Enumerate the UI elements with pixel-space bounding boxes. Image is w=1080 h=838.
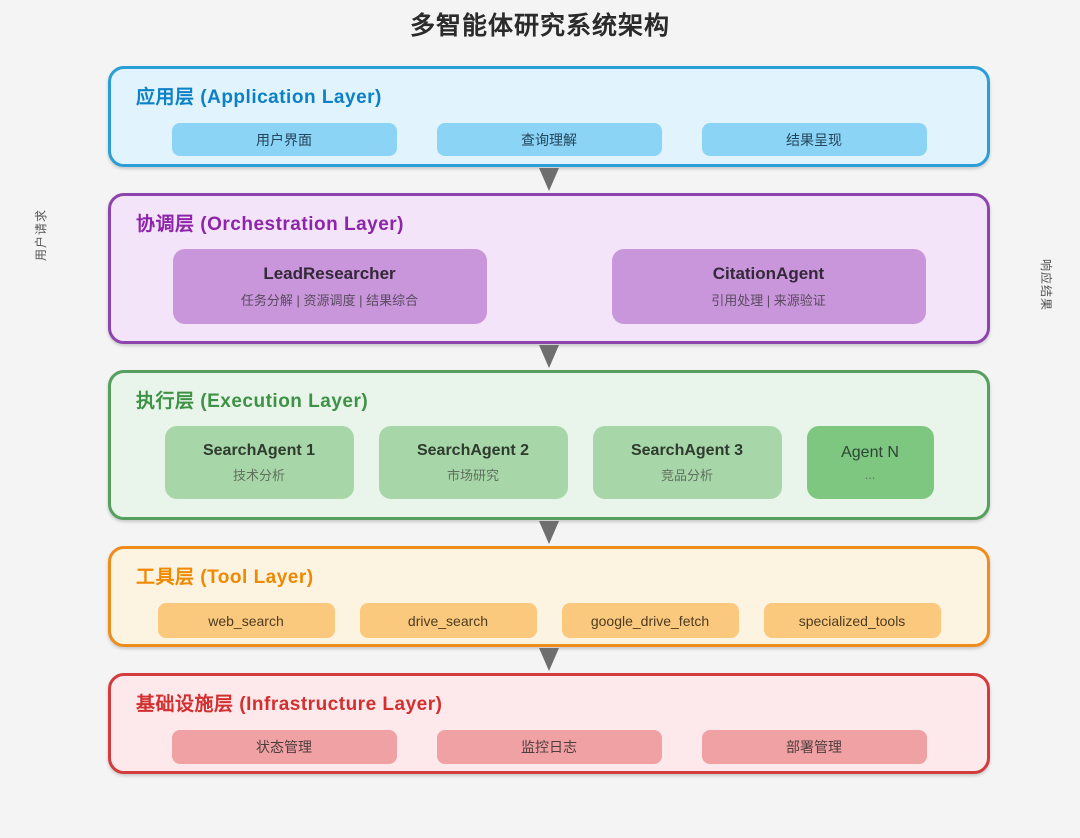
tool-layer-items: web_search drive_search google_drive_fet… [111,603,987,638]
card-lead-researcher: LeadResearcher 任务分解 | 资源调度 | 结果综合 [172,249,487,324]
infrastructure-layer-title: 基础设施层 (Infrastructure Layer) [136,694,443,715]
tool-layer-title: 工具层 (Tool Layer) [136,567,314,588]
arrow-gap-1 [108,167,990,193]
infrastructure-layer: 基础设施层 (Infrastructure Layer) 状态管理 监控日志 部… [108,673,990,774]
card-subtitle: 引用处理 | 来源验证 [711,293,826,308]
down-arrow-icon [539,168,559,191]
chip-user-interface: 用户界面 [171,123,397,156]
orchestration-layer: 协调层 (Orchestration Layer) LeadResearcher… [108,193,990,344]
chip-drive-search: drive_search [359,603,537,638]
card-title: SearchAgent 2 [416,441,530,459]
down-arrow-icon [539,521,559,544]
chip-monitoring-logs: 监控日志 [436,730,662,764]
arrow-gap-2 [108,344,990,370]
card-search-agent-3: SearchAgent 3 竞品分析 [592,426,782,499]
infrastructure-layer-items: 状态管理 监控日志 部署管理 [111,730,987,764]
arrow-gap-4 [108,647,990,673]
card-subtitle: 市场研究 [446,467,499,483]
card-subtitle: 竞品分析 [660,467,713,483]
card-agent-n: Agent N ... [806,426,934,499]
chip-state-management: 状态管理 [171,730,397,764]
tool-layer: 工具层 (Tool Layer) web_search drive_search… [108,546,990,647]
execution-layer: 执行层 (Execution Layer) SearchAgent 1 技术分析… [108,370,990,520]
response-result-label: 响应结果 [1039,258,1053,311]
chip-specialized-tools: specialized_tools [763,603,941,638]
orchestration-layer-items: LeadResearcher 任务分解 | 资源调度 | 结果综合 Citati… [111,249,987,324]
card-title: SearchAgent 1 [202,441,316,459]
card-search-agent-1: SearchAgent 1 技术分析 [164,426,354,499]
chip-google-drive-fetch: google_drive_fetch [561,603,739,638]
down-arrow-icon [539,345,559,368]
card-title: Agent N [841,443,899,461]
orchestration-layer-title: 协调层 (Orchestration Layer) [136,214,404,235]
page-title: 多智能体研究系统架构 [409,12,670,40]
application-layer-title: 应用层 (Application Layer) [136,87,382,108]
down-arrow-icon [539,648,559,671]
chip-result-presentation: 结果呈现 [701,123,927,156]
card-citation-agent: CitationAgent 引用处理 | 来源验证 [611,249,926,324]
arrow-gap-3 [108,520,990,546]
card-title: CitationAgent [712,264,825,283]
card-search-agent-2: SearchAgent 2 市场研究 [378,426,568,499]
application-layer-items: 用户界面 查询理解 结果呈现 [111,123,987,156]
execution-layer-items: SearchAgent 1 技术分析 SearchAgent 2 市场研究 Se… [111,426,987,499]
card-title: SearchAgent 3 [630,441,744,459]
user-request-label: 用户请求 [34,209,48,262]
chip-deployment-management: 部署管理 [701,730,927,764]
chip-web-search: web_search [157,603,335,638]
architecture-diagram: 应用层 (Application Layer) 用户界面 查询理解 结果呈现 协… [108,66,990,774]
card-subtitle: ... [864,466,876,482]
chip-query-understanding: 查询理解 [436,123,662,156]
card-subtitle: 技术分析 [232,467,285,483]
card-title: LeadResearcher [263,264,396,283]
application-layer: 应用层 (Application Layer) 用户界面 查询理解 结果呈现 [108,66,990,167]
card-subtitle: 任务分解 | 资源调度 | 结果综合 [240,293,419,308]
execution-layer-title: 执行层 (Execution Layer) [136,391,369,412]
